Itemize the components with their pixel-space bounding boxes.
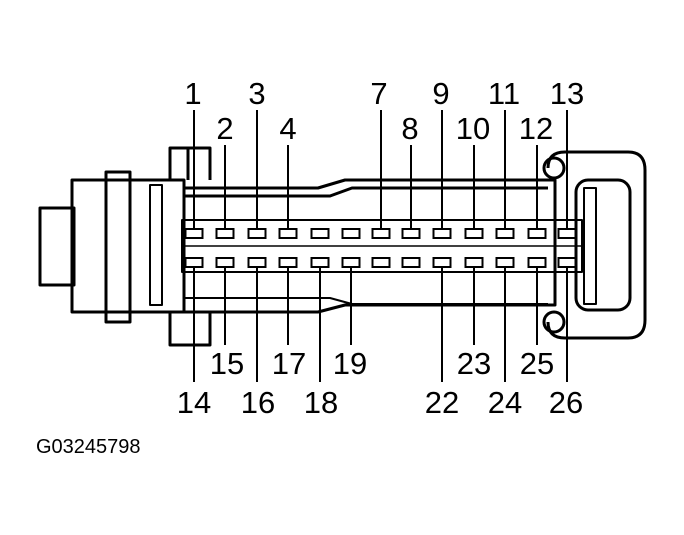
- pin-cavity-top-9: [432, 228, 452, 239]
- pin-label-1: 1: [184, 76, 201, 111]
- pin-label-7: 7: [370, 76, 387, 111]
- pin-cavity-top-12: [527, 228, 547, 239]
- pin-label-8: 8: [401, 111, 418, 146]
- pin-label-24: 24: [488, 385, 522, 420]
- pin-label-19: 19: [333, 346, 367, 381]
- pin-label-2: 2: [216, 111, 233, 146]
- pin-label-15: 15: [210, 346, 244, 381]
- pin-label-3: 3: [248, 76, 265, 111]
- pin-cavity-top-2: [215, 228, 235, 239]
- pin-cavity-bottom-2: [215, 257, 235, 268]
- pin-cavity-bottom-9: [432, 257, 452, 268]
- pin-cavity-top-13: [557, 228, 577, 239]
- pin-label-26: 26: [549, 385, 583, 420]
- pin-cavity-bottom-13: [557, 257, 577, 268]
- pin-cavity-bottom-6: [341, 257, 361, 268]
- pin-label-25: 25: [520, 346, 554, 381]
- pin-label-22: 22: [425, 385, 459, 420]
- pin-cavity-bottom-5: [310, 257, 330, 268]
- pin-label-12: 12: [519, 111, 553, 146]
- pin-cavity-top-10: [464, 228, 484, 239]
- top-row-labels: 1 2 3 4 7 8 9 10 11 12 13: [184, 76, 584, 146]
- connector-body: [38, 146, 647, 347]
- pin-cavity-bottom-11: [495, 257, 515, 268]
- pin-label-17: 17: [272, 346, 306, 381]
- pin-label-23: 23: [457, 346, 491, 381]
- pin-cavity-top-3: [247, 228, 267, 239]
- pin-cavity-top-5: [310, 228, 330, 239]
- pin-label-13: 13: [550, 76, 584, 111]
- pin-label-10: 10: [456, 111, 490, 146]
- pin-cavity-top-6: [341, 228, 361, 239]
- pin-cavity-top-11: [495, 228, 515, 239]
- pin-cavity-bottom-7: [371, 257, 391, 268]
- pin-cavity-bottom-10: [464, 257, 484, 268]
- top-pin-row: [184, 228, 577, 239]
- pin-cavity-bottom-12: [527, 257, 547, 268]
- pin-label-18: 18: [304, 385, 338, 420]
- pin-cavity-top-1: [184, 228, 204, 239]
- pin-cavity-bottom-3: [247, 257, 267, 268]
- leader-lines: [193, 110, 568, 382]
- pin-label-9: 9: [432, 76, 449, 111]
- pin-label-16: 16: [241, 385, 275, 420]
- pin-label-4: 4: [279, 111, 296, 146]
- pin-cavity-bottom-4: [278, 257, 298, 268]
- pin-cavity-bottom-8: [401, 257, 421, 268]
- bottom-row-labels: 14 15 16 17 18 19 22 23 24 25 26: [177, 346, 583, 420]
- figure-id: G03245798: [36, 436, 141, 458]
- bottom-pin-row: [184, 257, 577, 268]
- pin-label-14: 14: [177, 385, 211, 420]
- pin-cavity-top-4: [278, 228, 298, 239]
- pin-label-11: 11: [488, 76, 520, 111]
- pin-cavity-top-7: [371, 228, 391, 239]
- pin-cavity-bottom-1: [184, 257, 204, 268]
- pin-cavity-top-8: [401, 228, 421, 239]
